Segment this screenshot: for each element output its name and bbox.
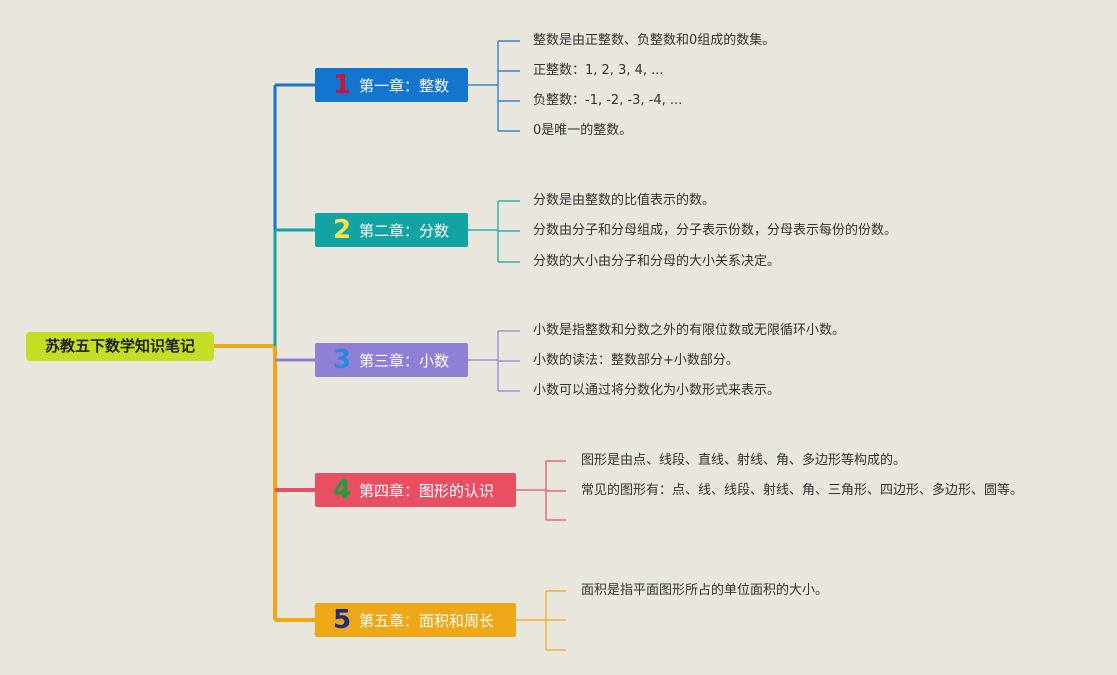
point-4-2[interactable]: 常见的图形有：点、线、线段、射线、角、三角形、四边形、多边形、圆等。 — [581, 483, 1024, 498]
point-2-1[interactable]: 分数是由整数的比值表示的数。 — [533, 193, 716, 208]
chapter-title: 第三章：小数 — [359, 351, 450, 370]
chapter-title: 第五章：面积和周长 — [359, 611, 495, 630]
chapter-5-node[interactable]: 5 第五章：面积和周长 — [315, 603, 516, 637]
chapter-number: 5 — [332, 605, 352, 635]
point-1-2[interactable]: 正整数：1, 2, 3, 4, ... — [533, 63, 664, 78]
point-3-2[interactable]: 小数的读法：整数部分+小数部分。 — [533, 353, 739, 368]
chapter-2-node[interactable]: 2 第二章：分数 — [315, 213, 468, 247]
root-node[interactable]: 苏教五下数学知识笔记 — [26, 332, 214, 361]
chapter-3-node[interactable]: 3 第三章：小数 — [315, 343, 468, 377]
chapter-number: 1 — [332, 70, 352, 100]
chapter-1-node[interactable]: 1 第一章：整数 — [315, 68, 468, 102]
point-1-4[interactable]: 0是唯一的整数。 — [533, 123, 633, 138]
chapter-title: 第一章：整数 — [359, 76, 450, 95]
point-5-1[interactable]: 面积是指平面图形所占的单位面积的大小。 — [581, 583, 829, 598]
chapter-title: 第二章：分数 — [359, 221, 450, 240]
chapter-4-node[interactable]: 4 第四章：图形的认识 — [315, 473, 516, 507]
chapter-number: 2 — [332, 215, 352, 245]
chapter-number: 4 — [332, 475, 352, 505]
point-4-1[interactable]: 图形是由点、线段、直线、射线、角、多边形等构成的。 — [581, 453, 907, 468]
point-2-3[interactable]: 分数的大小由分子和分母的大小关系决定。 — [533, 254, 781, 269]
chapter-number: 3 — [332, 345, 352, 375]
point-1-1[interactable]: 整数是由正整数、负整数和0组成的数集。 — [533, 33, 776, 48]
point-3-1[interactable]: 小数是指整数和分数之外的有限位数或无限循环小数。 — [533, 323, 846, 338]
point-3-3[interactable]: 小数可以通过将分数化为小数形式来表示。 — [533, 383, 781, 398]
chapter-title: 第四章：图形的认识 — [359, 481, 495, 500]
point-1-3[interactable]: 负整数：-1, -2, -3, -4, ... — [533, 93, 683, 108]
point-2-2[interactable]: 分数由分子和分母组成，分子表示份数，分母表示每份的份数。 — [533, 223, 898, 238]
